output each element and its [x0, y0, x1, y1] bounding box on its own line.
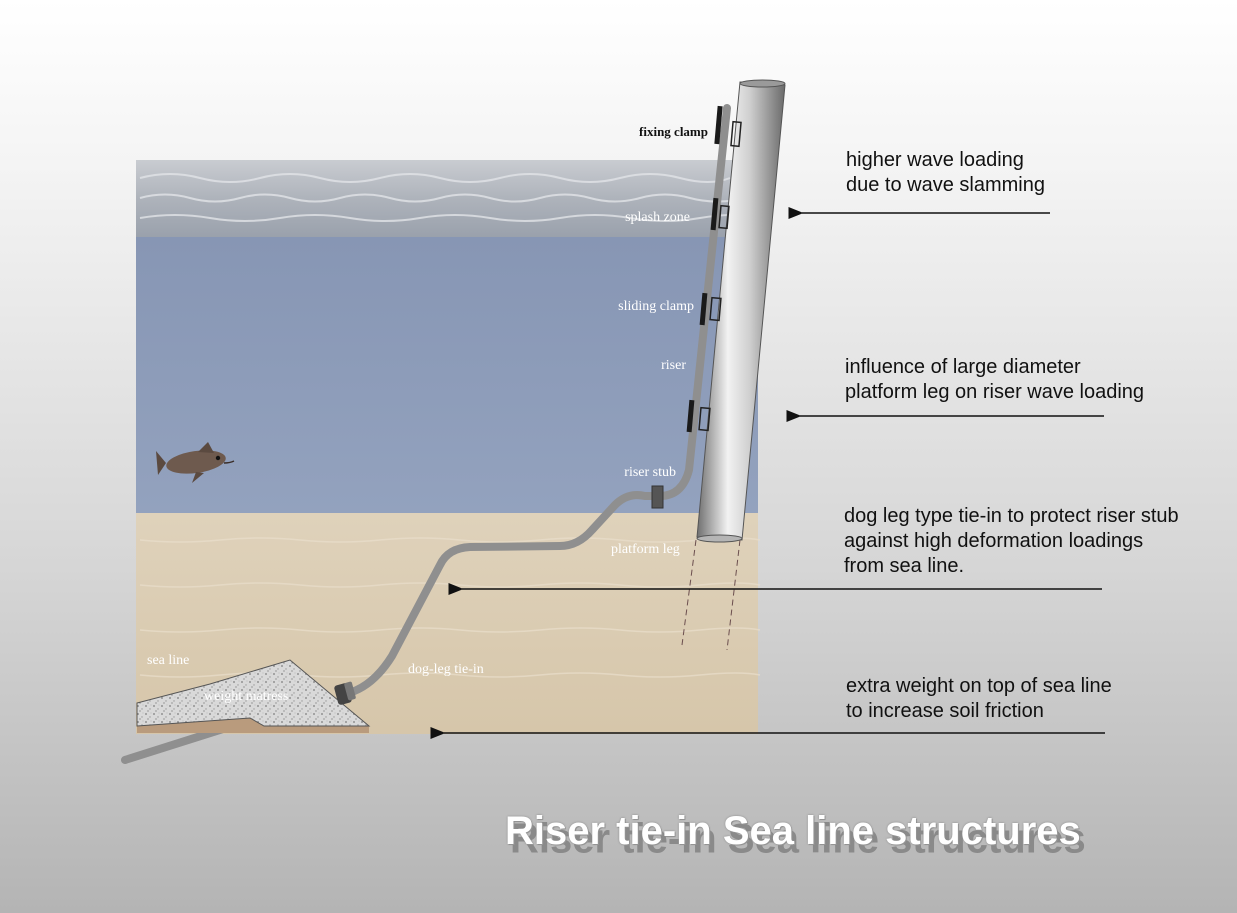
note-line: to increase soil friction: [846, 700, 1044, 722]
riser-stub-connector: [651, 485, 664, 509]
note-line: platform leg on riser wave loading: [845, 381, 1145, 403]
water-zone: [136, 237, 758, 513]
note-dog-leg: dog leg type tie-in to protect riser stu…: [844, 504, 1179, 579]
sliding-clamp: [699, 292, 722, 326]
note-line: from sea line.: [844, 555, 965, 577]
title-block: Riser tie-in Sea line structures Riser t…: [505, 808, 1205, 868]
fish-icon: [156, 442, 235, 483]
note-line: influence of large diameter: [845, 356, 1081, 378]
label-riser: riser: [661, 358, 686, 373]
weight-mattress: [136, 659, 371, 733]
fixing-clamp: [714, 105, 742, 148]
lower-clamp: [686, 399, 711, 433]
splash-zone-clamp: [710, 197, 730, 231]
note-line: due to wave slamming: [846, 174, 1045, 196]
flange-connector: [334, 681, 356, 705]
note-wave-slamming: higher wave loading due to wave slamming: [846, 148, 1045, 198]
note-line: against high deformation loadings: [844, 530, 1144, 552]
label-sliding-clamp: sliding clamp: [618, 299, 694, 314]
label-sea-line: sea line: [147, 653, 189, 668]
note-platform-influence: influence of large diameter platform leg…: [845, 355, 1144, 405]
label-platform-leg: platform leg: [611, 542, 680, 557]
label-splash-zone: splash zone: [625, 210, 690, 225]
label-riser-stub: riser stub: [624, 465, 676, 480]
platform-leg: [681, 79, 786, 651]
label-fixing-clamp: fixing clamp: [639, 124, 708, 139]
title-shadow: Riser tie-in Sea line structures: [510, 816, 1086, 862]
page-title: Riser tie-in Sea line structures: [505, 809, 1081, 853]
label-dog-leg-tie-in: dog-leg tie-in: [408, 662, 484, 677]
label-weight-matress: weight matress: [204, 689, 288, 704]
splash-zone-band: [136, 160, 758, 237]
sand-texture: [139, 537, 761, 678]
note-line: extra weight on top of sea line: [846, 675, 1112, 697]
wave-texture: [139, 173, 756, 222]
note-line: higher wave loading: [846, 149, 1024, 171]
note-extra-weight: extra weight on top of sea line to incre…: [846, 674, 1112, 724]
note-line: dog leg type tie-in to protect riser stu…: [844, 505, 1179, 527]
